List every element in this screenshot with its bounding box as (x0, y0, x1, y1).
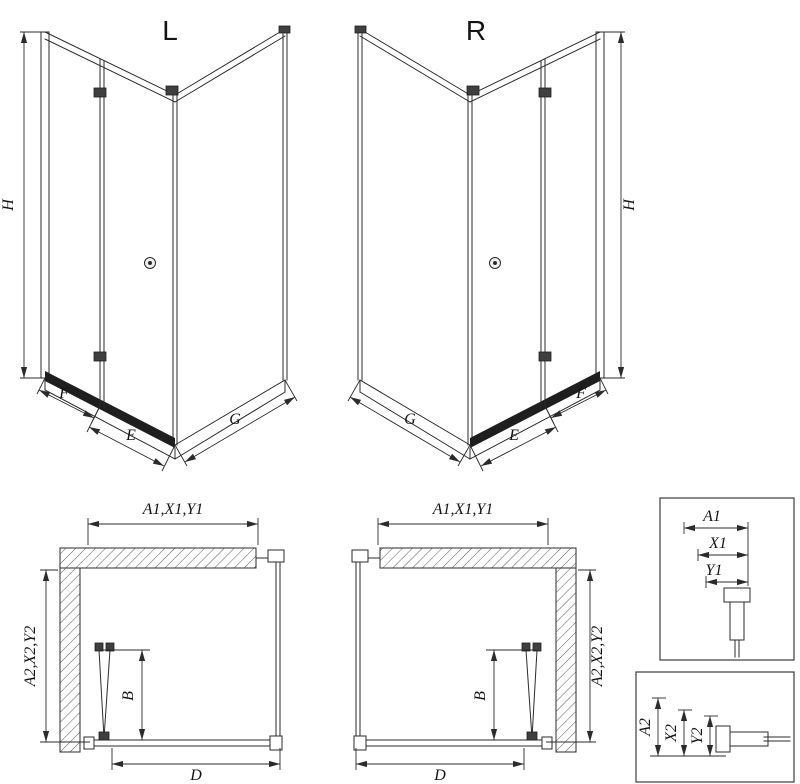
door-edge-profile (94, 642, 104, 652)
dimension-x1-detail: X1 (697, 535, 748, 561)
corner-bracket (466, 85, 480, 96)
wall-hatch-top (59, 547, 257, 569)
wall-profile-right (595, 31, 605, 379)
dimension-e-right: E (469, 405, 559, 472)
wall-hatch-top (379, 547, 577, 569)
track-end-left (353, 735, 367, 751)
dim-label-a1x1y1: A1,X1,Y1 (432, 501, 493, 518)
dim-label-a1x1y1: A1,X1,Y1 (142, 501, 203, 518)
iso-view-left: L (0, 15, 298, 472)
plan-view-left: A1,X1,Y1 A2,X2,Y2 B D (22, 501, 285, 784)
dimension-a2-right: A2,X2,Y2 (546, 569, 606, 743)
dimension-h-left: H (0, 31, 41, 379)
door-pivot (98, 731, 110, 741)
wall-bracket (278, 25, 291, 34)
track-end-right (541, 736, 553, 750)
dimension-y1-detail: Y1 (706, 562, 748, 588)
dim-label-d: D (433, 767, 446, 784)
dimension-g-right: G (347, 379, 471, 467)
dim-label-g: G (229, 411, 241, 428)
dimension-b-right: B (472, 649, 536, 740)
dimension-e-left: E (86, 405, 176, 472)
side-panel-plan (255, 549, 285, 745)
dim-label-e: E (125, 427, 136, 444)
bifold-door-plan (353, 642, 553, 751)
wall-profile-connector (267, 549, 285, 563)
fold-hinge-top (538, 87, 552, 98)
dimension-g-left: G (174, 379, 298, 467)
dim-label-b: B (120, 691, 137, 701)
fold-hinge-bottom (93, 351, 107, 362)
dim-label-f: F (58, 385, 69, 402)
dim-label-h: H (621, 198, 638, 212)
door-knob-dot (148, 261, 152, 265)
fold-hinge-bottom (538, 351, 552, 362)
detail-frame (659, 497, 795, 661)
dimension-a2-detail: A2 (637, 697, 726, 757)
track-end-right (269, 735, 283, 751)
dimension-a1-left: A1,X1,Y1 (87, 501, 259, 545)
dim-label-a1: A1 (702, 508, 721, 525)
wall-profile-connector (351, 549, 369, 563)
dim-label-h: H (0, 198, 17, 212)
dim-label-e: E (508, 427, 519, 444)
dimension-d-right: D (355, 748, 525, 784)
dimension-a2-left: A2,X2,Y2 (22, 569, 90, 743)
view-title-right: R (466, 15, 486, 46)
track-end-left (83, 736, 95, 750)
dim-label-x2: X2 (663, 724, 680, 743)
wall-profile-left (40, 31, 50, 379)
door-knob-dot (493, 261, 497, 265)
dim-label-x1: X1 (708, 535, 727, 552)
side-glass-panel (354, 25, 471, 446)
iso-view-right: R (347, 15, 638, 472)
dimension-d-left: D (111, 748, 281, 784)
dimension-y2-detail: Y2 (689, 715, 718, 756)
dim-label-a2: A2 (637, 718, 654, 737)
door-edge-profile (105, 642, 115, 652)
dimension-a1-right: A1,X1,Y1 (377, 501, 549, 545)
dimension-h-right: H (604, 31, 638, 379)
door-pivot (526, 731, 538, 741)
wall-hatch-right (555, 567, 577, 753)
door-sill (470, 371, 600, 448)
wall-profile-section (715, 725, 791, 753)
dim-label-y2: Y2 (689, 728, 706, 745)
detail-view-top: A1 X1 Y1 (659, 497, 795, 661)
fold-hinge-top (93, 87, 107, 98)
wall-profile-section (723, 587, 751, 658)
detail-view-bottom: A2 X2 Y2 (635, 671, 795, 783)
dimension-x2-detail: X2 (663, 709, 692, 756)
door-edge-profile (532, 642, 542, 652)
corner-bracket (165, 85, 179, 96)
dimension-b-left: B (100, 649, 150, 740)
side-glass-panel (174, 25, 291, 446)
side-panel-plan (351, 549, 381, 745)
dim-label-g: G (404, 411, 416, 428)
dimension-a1-detail: A1 (683, 508, 749, 586)
dim-label-a2x2y2: A2,X2,Y2 (22, 626, 39, 687)
dim-label-b: B (472, 691, 489, 701)
door-edge-profile (521, 642, 531, 652)
door-sill (45, 371, 175, 448)
dim-label-d: D (189, 767, 202, 784)
dim-label-a2x2y2: A2,X2,Y2 (589, 626, 606, 687)
dim-label-y1: Y1 (706, 562, 723, 579)
detail-frame (635, 671, 795, 783)
bifold-door-plan (83, 642, 283, 751)
plan-view-right: A1,X1,Y1 A2,X2,Y2 B D (351, 501, 606, 784)
view-title-left: L (162, 15, 178, 46)
wall-bracket (354, 25, 367, 34)
dim-label-f: F (575, 385, 586, 402)
wall-hatch-left (59, 567, 81, 753)
